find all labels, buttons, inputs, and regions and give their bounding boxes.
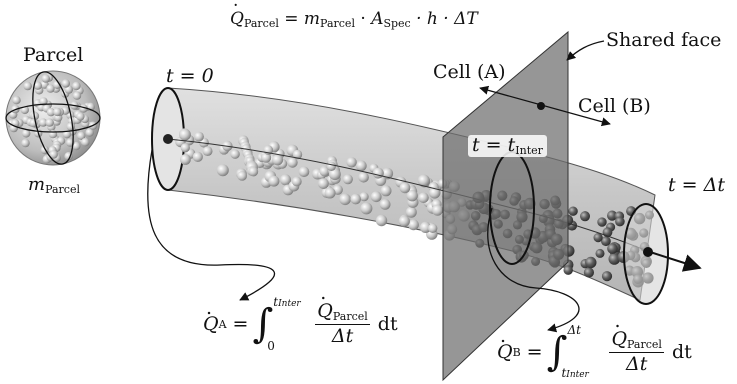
particle — [230, 150, 239, 159]
particle — [358, 172, 369, 183]
particle — [584, 267, 594, 277]
particle — [339, 194, 351, 206]
particle — [380, 199, 391, 210]
particle — [428, 224, 437, 233]
particle — [346, 157, 356, 167]
particle — [299, 167, 310, 178]
equation-heat-b: QB = ∫ Δt tInter QParcel Δt dt — [497, 324, 692, 380]
particle — [272, 154, 283, 165]
particle — [615, 217, 625, 227]
equation-heat-a: QA = ∫ tInter 0 QParcel Δt dt — [203, 296, 398, 352]
parcel-particle — [72, 82, 80, 90]
particle — [203, 146, 213, 156]
particle — [418, 193, 429, 204]
particle — [607, 243, 618, 254]
particle — [580, 211, 590, 221]
particle — [399, 216, 410, 227]
particle — [568, 207, 577, 216]
parcel-sphere — [6, 68, 100, 167]
particle — [318, 178, 329, 189]
particle — [356, 160, 367, 171]
t-end-label: t = Δt — [668, 176, 725, 195]
particle — [585, 257, 596, 268]
particle — [602, 271, 612, 281]
particle — [194, 132, 204, 142]
particle — [371, 191, 382, 202]
particle — [268, 176, 279, 187]
particle — [373, 168, 384, 179]
cell-a-label: Cell (A) — [433, 63, 506, 82]
top-heat-equation: QParcel = mParcel · ASpec · h · ΔT — [230, 11, 478, 29]
parcel-particle — [67, 122, 75, 130]
parcel-particle — [73, 92, 81, 100]
parcel-title: Parcel — [23, 46, 83, 65]
cell-normal-center — [537, 102, 545, 110]
particle — [180, 154, 191, 165]
parcel-mass-label: mParcel — [28, 176, 80, 195]
parcel-particle — [81, 138, 89, 146]
particle — [596, 249, 605, 258]
parcel-particle — [46, 118, 54, 126]
particle — [360, 202, 372, 214]
parcel-particle — [24, 82, 32, 90]
particle — [248, 167, 258, 177]
particle — [564, 266, 573, 275]
particle — [327, 162, 336, 171]
shared-face-label: Shared face — [606, 31, 721, 50]
parcel-particle — [49, 130, 57, 138]
particle — [292, 177, 302, 187]
particle — [381, 185, 392, 196]
parcel-particle — [76, 112, 84, 120]
particle — [217, 164, 229, 176]
t-inter-label: t = tInter — [468, 135, 547, 157]
particle — [376, 215, 387, 226]
parcel-particle — [62, 79, 70, 87]
particle — [350, 194, 361, 205]
particle — [400, 182, 411, 193]
particle — [406, 207, 417, 218]
parcel-particle — [12, 96, 20, 104]
t-zero-label: t = 0 — [166, 67, 214, 86]
particle — [432, 205, 443, 216]
shared-face-leader — [567, 41, 604, 60]
particle — [343, 174, 353, 184]
particle — [597, 217, 606, 226]
particle — [193, 152, 203, 162]
parcel-particle — [53, 108, 61, 116]
parcel-particle — [42, 74, 50, 82]
cell-b-label: Cell (B) — [578, 97, 651, 116]
parcel-particle — [21, 139, 29, 147]
particle — [179, 129, 191, 141]
particle — [181, 143, 190, 152]
particle — [325, 188, 336, 199]
start-point — [163, 134, 173, 144]
particle — [237, 171, 247, 181]
